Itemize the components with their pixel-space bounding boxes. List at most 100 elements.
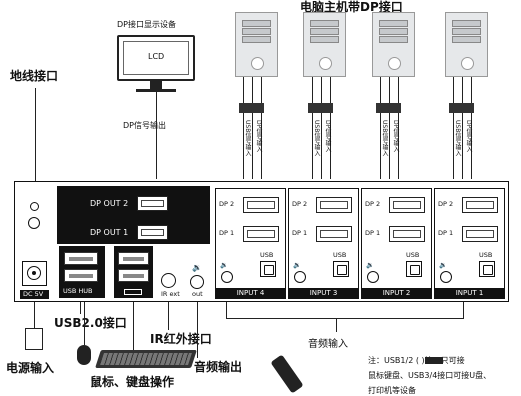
usb20-label: USB2.0接口 xyxy=(54,316,127,330)
cable-dp-in-2: DP信号输入 xyxy=(392,120,399,153)
mouse-cable xyxy=(84,302,85,345)
dp1-port xyxy=(462,226,498,242)
ir-ext-jack xyxy=(161,273,176,288)
mouse-keyboard-label: 鼠标、键盘操作 xyxy=(90,375,175,389)
audio-out-pointer xyxy=(197,302,198,358)
ground-label: 地线接口 xyxy=(10,69,59,83)
dp2-port xyxy=(316,197,352,213)
pc-tower-4 xyxy=(235,12,278,77)
cable-dp-in-3: DP信号输入 xyxy=(324,120,331,153)
kbm-usb-port-top xyxy=(118,252,149,265)
speaker-icon: 🔉 xyxy=(439,261,448,269)
power-adapter xyxy=(25,328,43,350)
note-line-1: 注：USB1/2 ( )接口只可接 xyxy=(368,356,465,365)
cable-usb-in-2: USB信号输入 xyxy=(381,120,388,157)
kbm-usb-port-bottom xyxy=(118,269,149,282)
usb-label: USB xyxy=(406,251,420,259)
input-3-label: INPUT 3 xyxy=(289,288,358,298)
dp1-port xyxy=(389,226,425,242)
ground-screw xyxy=(30,202,39,211)
lcd-screen xyxy=(123,41,189,75)
usb-label: USB xyxy=(260,251,274,259)
cable-dp-in-1: DP信号输入 xyxy=(465,120,472,153)
mouse-icon xyxy=(77,345,91,365)
pc-tower-3 xyxy=(303,12,346,77)
usb-b-port xyxy=(406,261,422,277)
dp1-port xyxy=(243,226,279,242)
dp-out-1-port xyxy=(137,225,168,240)
ir-pointer xyxy=(168,302,169,330)
lcd-label: LCD xyxy=(148,52,165,61)
dp1-label: DP 1 xyxy=(365,229,381,237)
usb20-bracket xyxy=(80,302,81,314)
dp1-label: DP 1 xyxy=(292,229,308,237)
dp2-port xyxy=(462,197,498,213)
input-1-label: INPUT 1 xyxy=(435,288,504,298)
audio-out-port-label: out xyxy=(192,290,203,298)
dp2-label: DP 2 xyxy=(292,200,308,208)
lcd-monitor: LCD xyxy=(117,35,195,81)
cable-usb-in-3: USB信号输入 xyxy=(313,120,320,157)
dp1-label: DP 1 xyxy=(219,229,235,237)
pc-tower-2 xyxy=(372,12,415,77)
usb-b-port xyxy=(479,261,495,277)
dc5v-label: DC 5V xyxy=(23,290,44,298)
dp2-port xyxy=(389,197,425,213)
dp2-label: DP 2 xyxy=(365,200,381,208)
input-group-2: DP 2 DP 1 USB 🔉 INPUT 2 xyxy=(361,188,432,299)
dc-power-port xyxy=(22,261,47,286)
pc-with-dp-label: 电脑主机带DP接口 xyxy=(300,0,403,14)
cable-dp-in-4: DP信号输入 xyxy=(255,120,262,153)
input-group-4: DP 2 DP 1 USB 🔉 INPUT 4 xyxy=(215,188,286,299)
dp-out-1-label: DP OUT 1 xyxy=(90,228,129,237)
ir-ext-label: IR ext xyxy=(161,290,180,298)
speaker-icon: 🔉 xyxy=(366,261,375,269)
usb-hub-label: USB HUB xyxy=(63,287,93,295)
power-cable xyxy=(34,302,35,328)
power-input-label: 电源输入 xyxy=(6,361,55,375)
input-group-3: DP 2 DP 1 USB 🔉 INPUT 3 xyxy=(288,188,359,299)
lcd-stand xyxy=(150,81,162,89)
usb-label: USB xyxy=(333,251,347,259)
input-2-label: INPUT 2 xyxy=(362,288,431,298)
usb-hub-port-bottom xyxy=(64,269,98,282)
dp2-label: DP 2 xyxy=(438,200,454,208)
usb-hub-port-top xyxy=(64,252,98,265)
keyboard-mouse-icon xyxy=(124,289,142,295)
audio-in-bracket-r xyxy=(463,302,464,318)
usb-b-port xyxy=(260,261,276,277)
audio-in-label: 音频输入 xyxy=(308,339,348,350)
dp2-port xyxy=(243,197,279,213)
dp1-label: DP 1 xyxy=(438,229,454,237)
speaker-icon: 🔉 xyxy=(293,261,302,269)
cable-usb-in-4: USB信号输入 xyxy=(244,120,251,157)
audio-in-jack xyxy=(294,271,306,283)
input-4-label: INPUT 4 xyxy=(216,288,285,298)
audio-in-bracket-c xyxy=(336,318,337,332)
audio-out-jack xyxy=(190,275,204,289)
dp-out-2-label: DP OUT 2 xyxy=(90,199,129,208)
input-group-1: DP 2 DP 1 USB 🔉 INPUT 1 xyxy=(434,188,505,299)
speaker-icon: 🔉 xyxy=(192,263,202,272)
audio-in-bracket-l xyxy=(226,302,227,318)
audio-in-jack xyxy=(221,271,233,283)
remote-control-icon xyxy=(270,354,304,394)
keyboard-cable xyxy=(133,302,134,350)
note-line-3: 打印机等设备 xyxy=(368,386,416,395)
audio-in-jack xyxy=(440,271,452,283)
lcd-cable xyxy=(156,92,157,179)
cable-usb-in-1: USB信号输入 xyxy=(454,120,461,157)
ground-terminal-icon xyxy=(28,217,40,229)
dp1-port xyxy=(316,226,352,242)
lcd-base xyxy=(136,89,176,92)
dp-out-block xyxy=(57,186,210,244)
audio-out-label: 音频输出 xyxy=(194,360,243,374)
usb-label: USB xyxy=(479,251,493,259)
ground-cable xyxy=(35,88,36,198)
note-line-2: 鼠标键盘、USB3/4接口可接U盘、 xyxy=(368,371,492,380)
keyboard-icon xyxy=(95,350,197,368)
audio-in-bracket-h xyxy=(226,318,464,319)
pc-tower-1 xyxy=(445,12,488,77)
speaker-icon: 🔉 xyxy=(220,261,229,269)
dp-out-2-port xyxy=(137,196,168,211)
